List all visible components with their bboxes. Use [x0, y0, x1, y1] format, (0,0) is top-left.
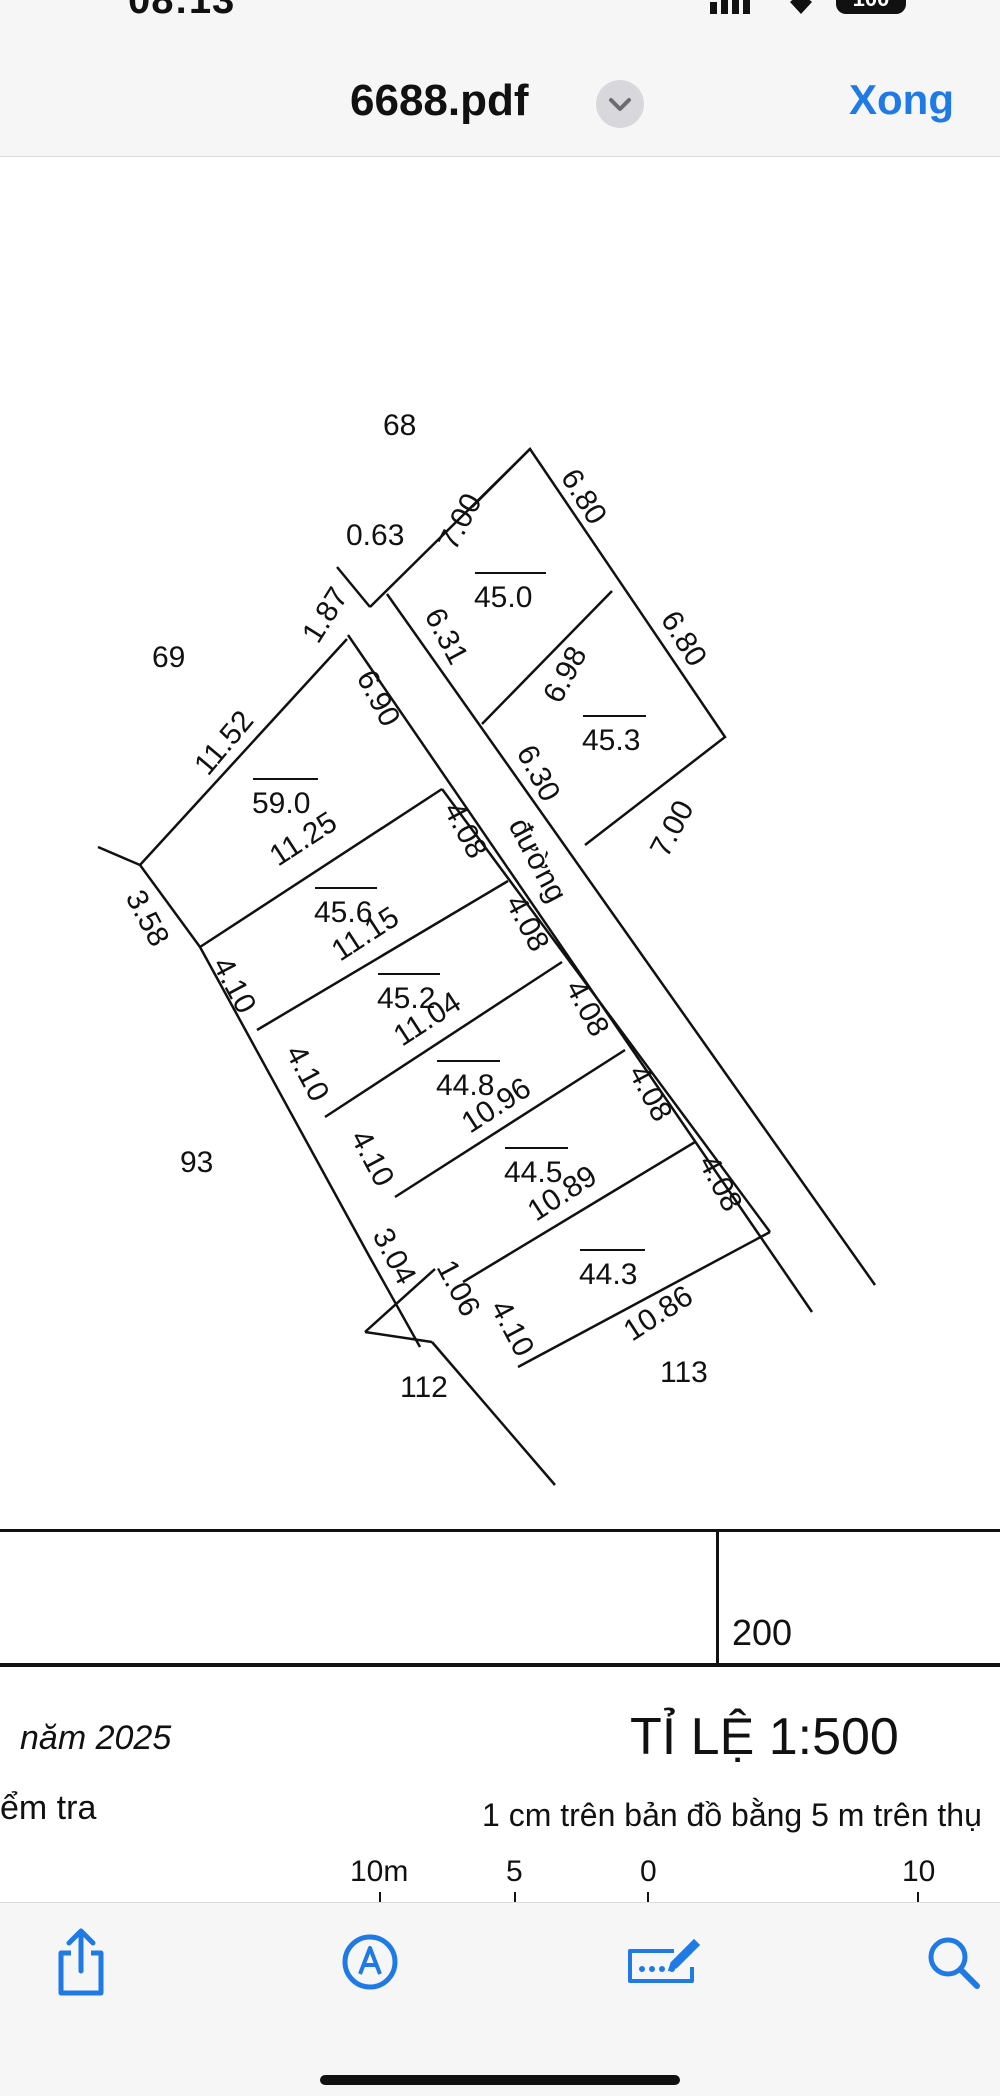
status-time: 08:13 — [128, 0, 235, 18]
done-button[interactable]: Xong — [849, 76, 954, 123]
area-label: 59.0 — [252, 787, 310, 820]
scale-tick-label: 5 — [506, 1855, 523, 1888]
annotate-icon[interactable] — [622, 1927, 702, 1997]
dimension-label: 3.58 — [119, 885, 176, 952]
markup-icon[interactable] — [335, 1927, 405, 1997]
nav-header: 6688.pdf Xong — [0, 18, 1000, 157]
dimension-label: 4.10 — [484, 1295, 541, 1362]
scale-title: TỈ LỆ 1:500 — [630, 1708, 899, 1766]
status-bar: 08:13 100 — [0, 0, 1000, 18]
dimension-label: 4.10 — [344, 1125, 401, 1192]
legend-bottom-line — [0, 1663, 1000, 1667]
cadastral-map: 68 69 93 112 113 đường 45.0 45.3 59.0 45… — [97, 409, 919, 1902]
dimension-label: 6.30 — [510, 740, 567, 807]
document-title[interactable]: 6688.pdf — [350, 76, 529, 125]
area-label: 44.5 — [504, 1156, 562, 1189]
legend-top-line — [0, 1529, 1000, 1532]
home-indicator[interactable] — [320, 2075, 680, 2085]
scale-tick-label: 10m — [350, 1855, 409, 1888]
dimension-label: 4.08 — [559, 975, 616, 1042]
road-label: đường — [502, 813, 573, 908]
dimension-label: 4.08 — [437, 797, 494, 864]
dimension-label: 6.80 — [654, 605, 713, 672]
area-overlines — [253, 572, 646, 1251]
dimension-label: 4.08 — [622, 1060, 679, 1127]
legend-divider — [716, 1529, 719, 1664]
parcel-lines — [97, 447, 877, 1486]
dimension-label: 6.98 — [537, 641, 594, 708]
dimension-label: 4.10 — [206, 952, 263, 1019]
area-label: 44.3 — [579, 1258, 637, 1291]
dimension-label: 4.10 — [279, 1040, 336, 1107]
dimension-label: 7.00 — [644, 795, 701, 862]
search-icon[interactable] — [918, 1927, 988, 1997]
area-label: 45.6 — [314, 896, 372, 929]
neighbor-label: 69 — [152, 641, 185, 674]
scale-tick-label: 0 — [640, 1855, 657, 1888]
signal-icon — [710, 0, 750, 14]
share-icon[interactable] — [46, 1927, 116, 1997]
dimension-label: 1.06 — [430, 1255, 487, 1322]
area-label: 45.2 — [377, 982, 435, 1015]
bottom-toolbar — [0, 1902, 1000, 2096]
scale-bar — [379, 1892, 919, 1902]
scale-tick-label: 10 — [902, 1855, 936, 1888]
dimension-label: 0.63 — [346, 519, 404, 552]
check-text: ểm tra — [0, 1789, 97, 1827]
wifi-icon — [790, 0, 812, 14]
dimension-label: 3.04 — [366, 1223, 423, 1290]
battery-icon: 100 — [836, 0, 906, 14]
neighbor-label: 93 — [180, 1146, 213, 1179]
neighbor-label: 68 — [383, 409, 416, 442]
dimension-label: 11.52 — [188, 704, 260, 781]
neighbor-label: 112 — [400, 1371, 448, 1404]
sheet-number: 200 — [732, 1612, 793, 1653]
neighbor-label: 113 — [660, 1356, 708, 1389]
area-label: 45.0 — [474, 581, 532, 614]
scale-description: 1 cm trên bản đồ bằng 5 m trên thụ — [482, 1797, 982, 1833]
year-text: năm 2025 — [20, 1719, 172, 1757]
dimension-label: 6.31 — [418, 603, 475, 670]
chevron-down-icon[interactable] — [596, 80, 644, 128]
area-label: 44.8 — [436, 1069, 494, 1102]
document-page[interactable]: 68 69 93 112 113 đường 45.0 45.3 59.0 45… — [0, 157, 1000, 1902]
dimension-label: 6.90 — [350, 665, 407, 732]
area-label: 45.3 — [582, 724, 640, 757]
